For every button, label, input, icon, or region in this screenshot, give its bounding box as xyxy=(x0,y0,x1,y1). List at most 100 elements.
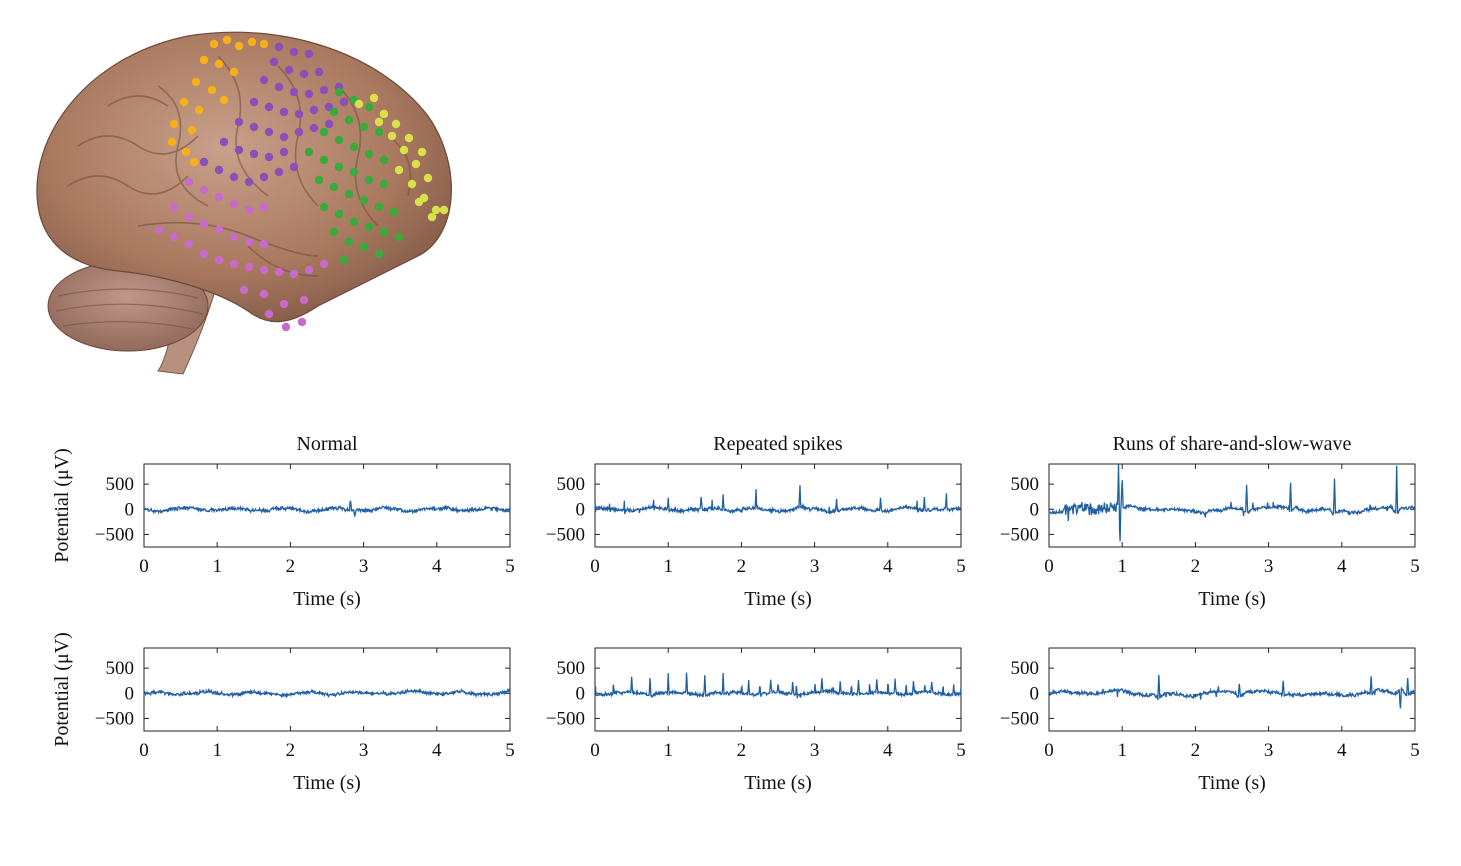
x-tick-label: 5 xyxy=(1410,556,1420,577)
y-tick-label: 0 xyxy=(576,499,586,520)
electrode-dot xyxy=(259,39,269,49)
electrode-dot xyxy=(334,135,344,145)
electrode-dot xyxy=(314,67,324,77)
x-tick-label: 2 xyxy=(286,740,296,761)
electrode-dot xyxy=(187,125,197,135)
x-tick-label: 1 xyxy=(663,556,673,577)
electrode-dot xyxy=(344,115,354,125)
panel-title: Normal xyxy=(296,433,358,455)
electrode-dot xyxy=(264,152,274,162)
electrode-dot xyxy=(247,37,257,47)
electrode-dot xyxy=(364,149,374,159)
electrode-dot xyxy=(304,265,314,275)
eeg-trace xyxy=(594,485,962,515)
electrode-dot xyxy=(374,202,384,212)
electrode-dot xyxy=(229,67,239,77)
electrode-dot xyxy=(169,119,179,129)
eeg-trace xyxy=(143,687,511,699)
electrode-dot xyxy=(314,175,324,185)
electrode-dot xyxy=(394,232,404,242)
x-tick-label: 4 xyxy=(432,556,442,577)
x-tick-label: 1 xyxy=(212,740,222,761)
electrode-dot xyxy=(259,289,269,299)
electrode-dot xyxy=(427,212,437,222)
x-tick-label: 1 xyxy=(1117,556,1127,577)
electrode-dot xyxy=(344,237,354,247)
electrode-dot xyxy=(199,219,209,229)
electrode-dot xyxy=(319,85,329,95)
electrode-dot xyxy=(191,77,201,87)
electrode-dot xyxy=(324,119,334,129)
y-tick-label: 0 xyxy=(576,683,586,704)
x-tick-label: 5 xyxy=(505,556,515,577)
electrode-dot xyxy=(244,237,254,247)
y-tick-label: 500 xyxy=(1011,658,1040,679)
electrode-dot xyxy=(354,99,364,109)
electrode-dot xyxy=(214,192,224,202)
y-tick-label: 0 xyxy=(125,499,135,520)
x-tick-label: 2 xyxy=(737,556,747,577)
electrode-dot xyxy=(289,47,299,57)
electrode-dot xyxy=(379,155,389,165)
x-tick-label: 0 xyxy=(590,556,600,577)
electrode-dot xyxy=(269,57,279,67)
electrode-dot xyxy=(379,179,389,189)
electrode-dot xyxy=(181,147,191,157)
x-tick-label: 0 xyxy=(1044,740,1054,761)
x-tick-label: 3 xyxy=(810,740,820,761)
x-tick-label: 1 xyxy=(212,556,222,577)
x-tick-label: 3 xyxy=(1264,740,1274,761)
electrode-dot xyxy=(219,95,229,105)
electrode-dot xyxy=(431,205,441,215)
electrode-dot xyxy=(379,109,389,119)
electrode-dot xyxy=(364,175,374,185)
electrode-dot xyxy=(364,102,374,112)
x-axis-label: Time (s) xyxy=(1198,772,1266,794)
electrode-dot xyxy=(294,109,304,119)
electrode-dot xyxy=(319,259,329,269)
electrode-dot xyxy=(214,255,224,265)
electrode-dot xyxy=(439,205,449,215)
electrode-dot xyxy=(319,202,329,212)
electrode-dot xyxy=(319,127,329,137)
electrode-dot xyxy=(289,162,299,172)
plot-frame xyxy=(1048,647,1416,732)
electrode-dot xyxy=(279,147,289,157)
electrode-dot xyxy=(259,239,269,249)
electrode-markers xyxy=(154,35,449,332)
electrode-dot xyxy=(279,299,289,309)
x-tick-label: 1 xyxy=(1117,740,1127,761)
electrode-dot xyxy=(411,159,421,169)
x-tick-label: 3 xyxy=(810,556,820,577)
electrode-dot xyxy=(194,105,204,115)
x-axis-label: Time (s) xyxy=(293,772,361,794)
y-axis-label: Potential (μV) xyxy=(51,448,73,563)
plot-frame xyxy=(143,463,511,548)
electrode-dot xyxy=(339,255,349,265)
electrode-dot xyxy=(249,97,259,107)
electrode-dot xyxy=(359,195,369,205)
electrode-dot xyxy=(199,157,209,167)
x-axis-label: Time (s) xyxy=(744,772,812,794)
electrode-dot xyxy=(219,137,229,147)
electrode-dot xyxy=(214,59,224,69)
electrode-dot xyxy=(349,217,359,227)
electrode-dot xyxy=(394,165,404,175)
electrode-dot xyxy=(319,155,329,165)
electrode-dot xyxy=(299,295,309,305)
electrode-dot xyxy=(423,173,433,183)
electrode-dot xyxy=(239,285,249,295)
x-tick-label: 4 xyxy=(1337,556,1347,577)
electrode-dot xyxy=(359,122,369,132)
x-tick-label: 0 xyxy=(1044,556,1054,577)
electrode-dot xyxy=(399,145,409,155)
electrode-dot xyxy=(207,85,217,95)
electrode-dot xyxy=(379,227,389,237)
electrode-dot xyxy=(309,105,319,115)
electrode-dot xyxy=(309,123,319,133)
x-tick-label: 2 xyxy=(286,556,296,577)
